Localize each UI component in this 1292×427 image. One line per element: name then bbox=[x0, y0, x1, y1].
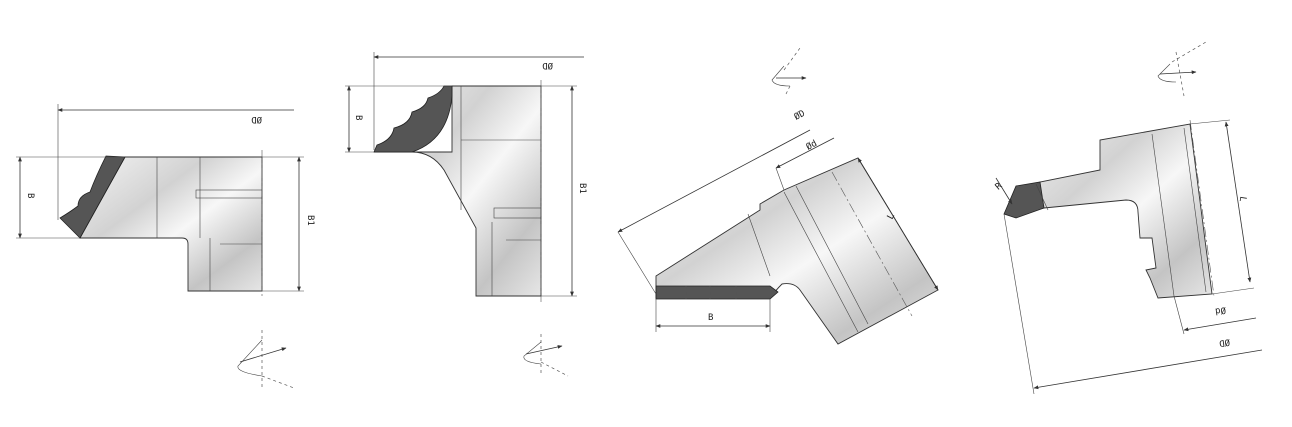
drawing-1-cutting-tip bbox=[59, 155, 126, 239]
drawing-4-label-outer-diameter: ØD bbox=[1218, 336, 1230, 348]
drawing-3-rotation-symbol bbox=[771, 47, 807, 95]
drawing-3-cutting-tip bbox=[655, 285, 779, 300]
drawing-1-rotation-symbol bbox=[237, 330, 295, 390]
drawing-4-rotation-symbol bbox=[1157, 41, 1207, 97]
drawing-2-rotation-symbol bbox=[523, 334, 569, 377]
drawing-3-cutter-profile: ØD Ød L B bbox=[617, 47, 939, 345]
drawing-1-cutter-profile: ØD B B1 bbox=[16, 104, 315, 390]
drawing-4-label-length: L bbox=[1237, 196, 1248, 203]
drawing-1-label-height: B1 bbox=[305, 215, 315, 226]
drawing-3-label-width: B bbox=[708, 313, 713, 323]
drawing-3-label-length: L bbox=[886, 212, 897, 221]
drawing-3-cutter-body bbox=[655, 157, 939, 345]
drawing-2-cutter-profile: ØD B B1 bbox=[345, 52, 587, 377]
drawing-1-label-outer-diameter: ØD bbox=[251, 114, 262, 125]
drawing-2-label-height: B1 bbox=[577, 183, 587, 194]
drawing-3-label-bore: Ød bbox=[804, 138, 819, 153]
drawing-4-label-bore: Ød bbox=[1214, 304, 1226, 316]
drawing-3-label-outer-diameter: ØD bbox=[792, 108, 807, 123]
drawing-4-cutting-tip bbox=[1003, 181, 1045, 219]
drawing-1-label-width: B bbox=[25, 193, 35, 198]
drawing-4-cutter-body bbox=[1014, 123, 1213, 299]
drawing-2-label-width: B bbox=[353, 115, 363, 120]
drawing-2-label-outer-diameter: ØD bbox=[542, 60, 553, 71]
drawing-2-cutting-tip bbox=[373, 85, 453, 153]
drawing-4-label-radius: R bbox=[994, 181, 1005, 193]
drawing-2-cutter-body bbox=[374, 85, 542, 297]
drawing-4-cutter-profile: R L Ød ØD bbox=[994, 41, 1263, 395]
